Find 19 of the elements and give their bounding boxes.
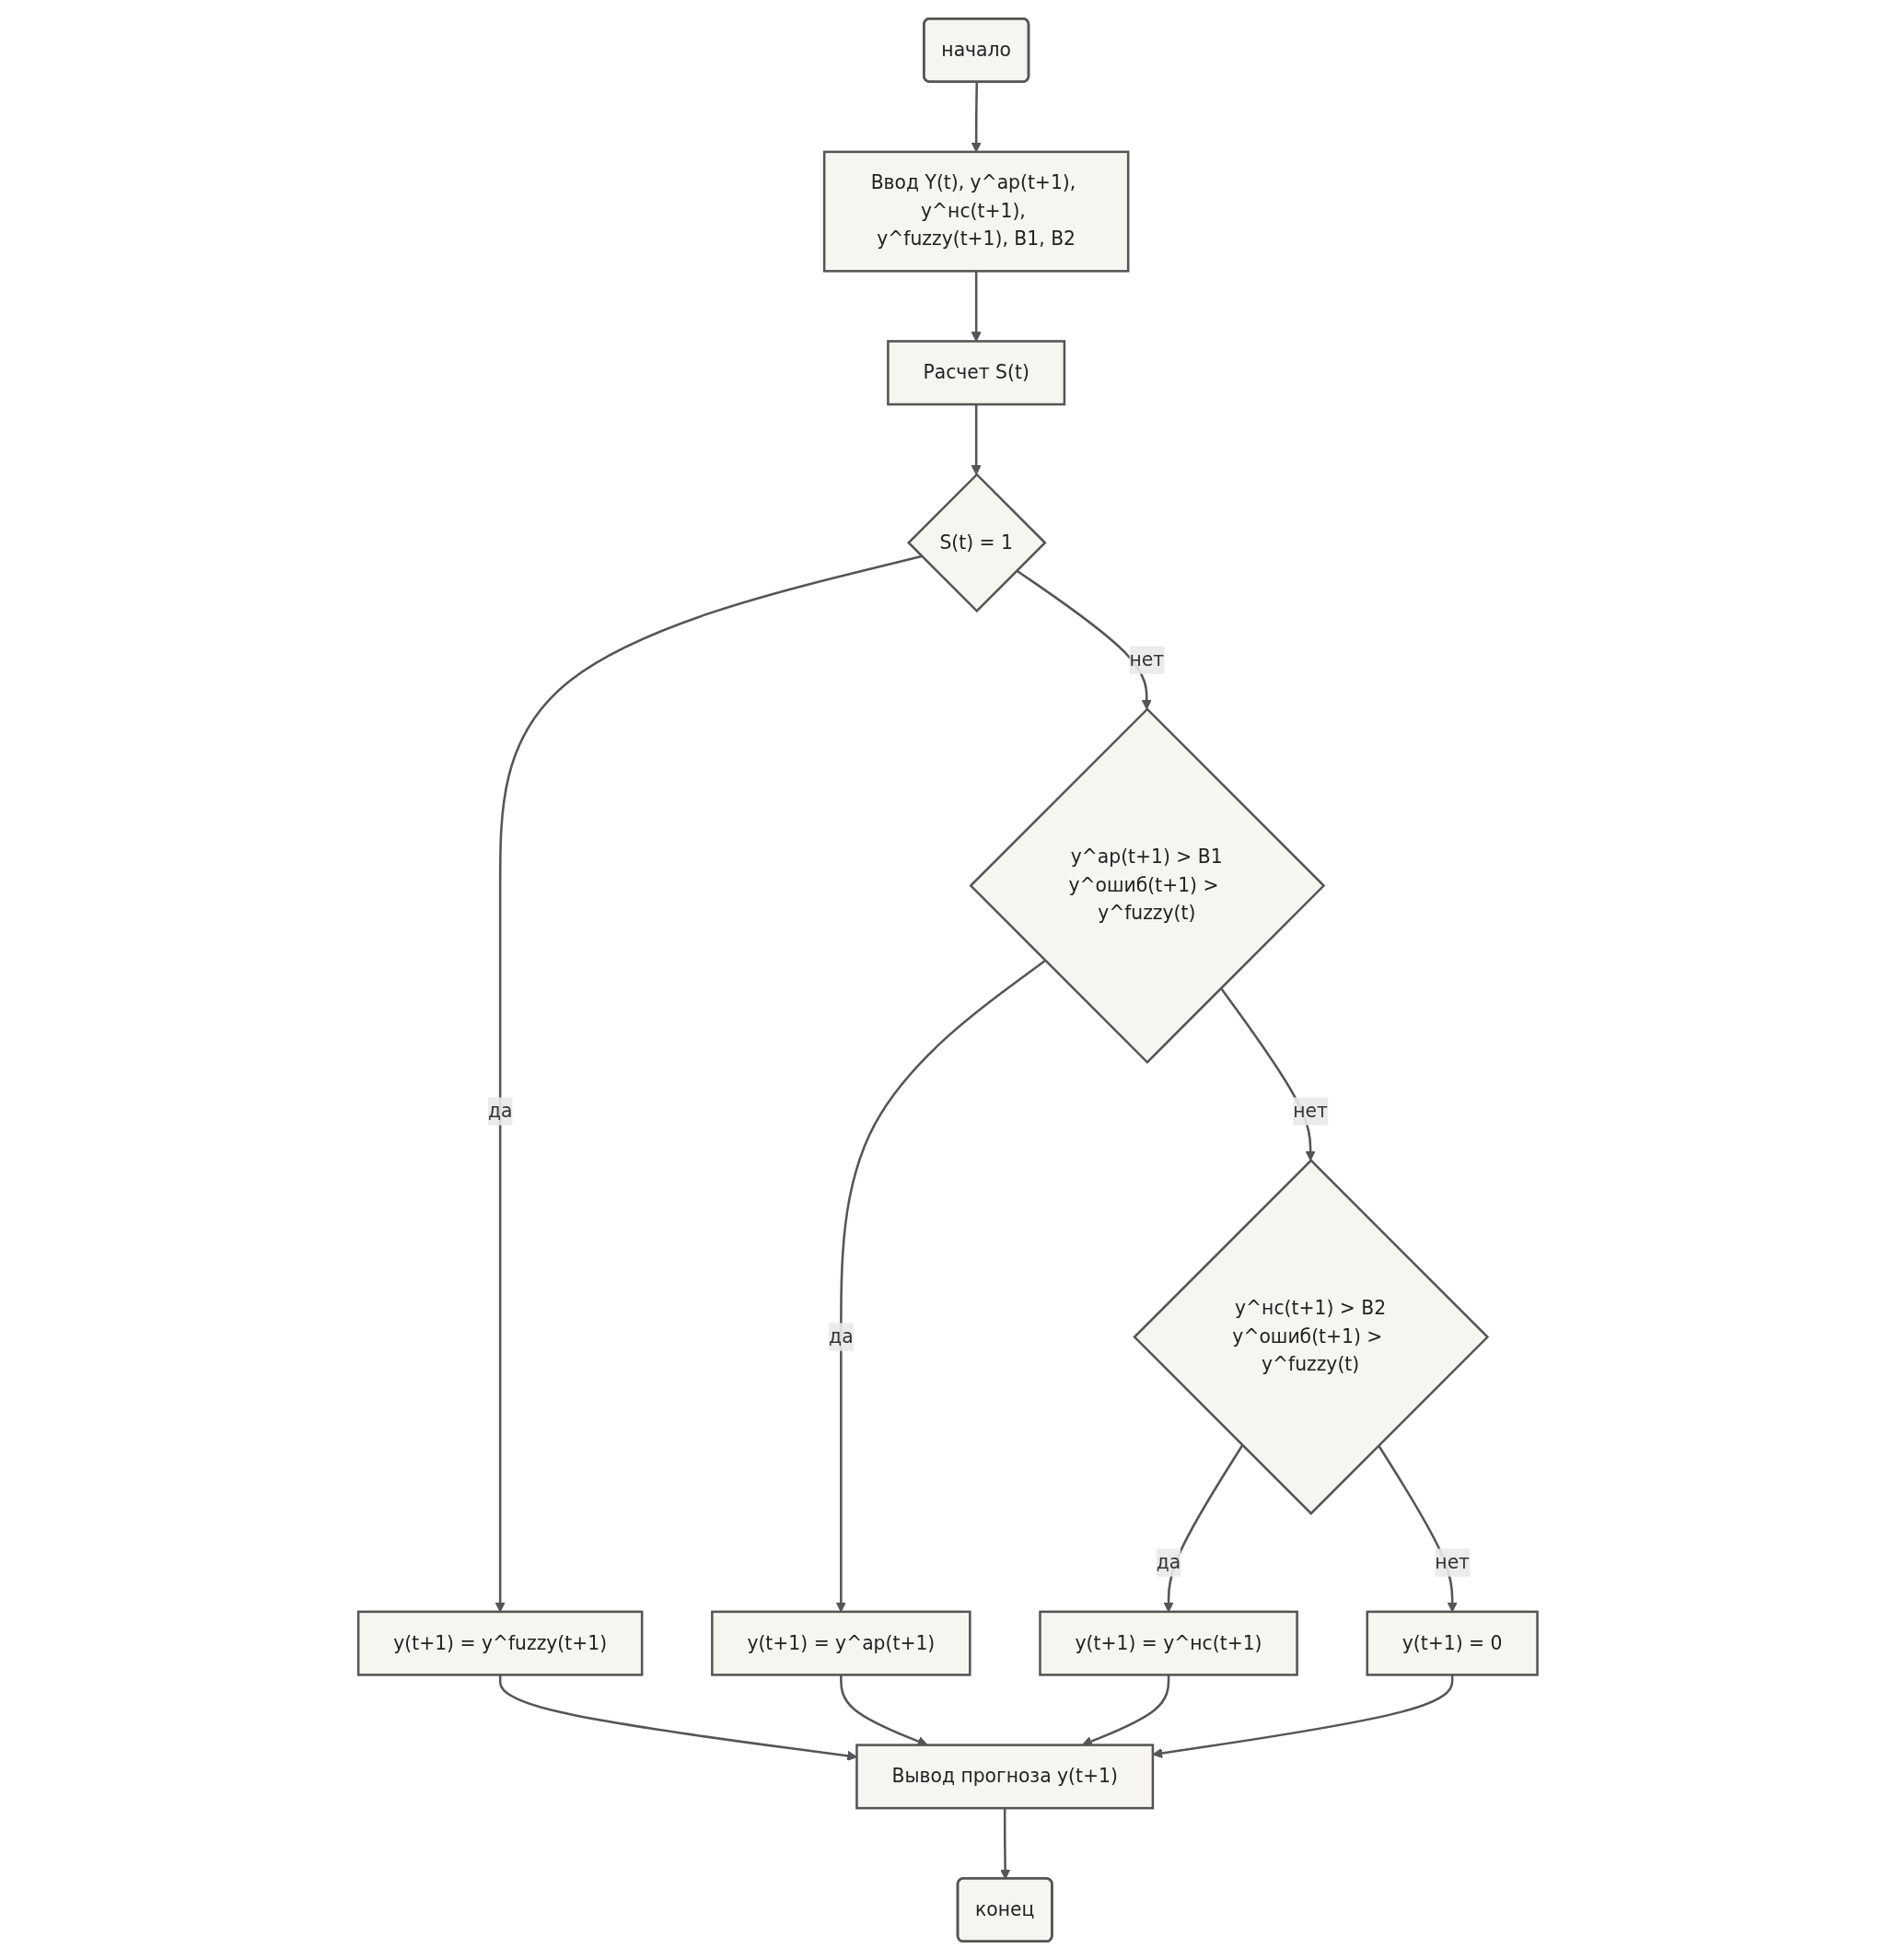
edge-label: нет xyxy=(1129,648,1165,671)
arrow xyxy=(971,404,982,475)
arrow xyxy=(1016,569,1152,710)
edge-label: нет xyxy=(1435,1550,1471,1573)
node-box: Ввод Y(t), y^ар(t+1), y^нс(t+1), y^fuzzy(t+1), B1, B2 xyxy=(823,150,1130,273)
node-diamond: S(t) = 1 xyxy=(907,472,1047,613)
edge-label: да xyxy=(1156,1550,1181,1573)
node-box: y(t+1) = y^fuzzy(t+1) xyxy=(357,1610,644,1676)
node-box: y(t+1) = 0 xyxy=(1366,1610,1539,1676)
node-box: Вывод прогноза y(t+1) xyxy=(855,1744,1155,1810)
node-diamond: y^нс(t+1) > B2 y^ошиб(t+1) > y^fuzzy(t) xyxy=(1133,1159,1490,1516)
edge-label: да xyxy=(488,1099,513,1123)
edge-label: да xyxy=(829,1324,854,1348)
node-box: Расчет S(t) xyxy=(887,340,1066,406)
node-diamond: y^ар(t+1) > B1 y^ошиб(t+1) > y^fuzzy(t) xyxy=(969,707,1326,1065)
arrow xyxy=(971,271,982,342)
node-box: y(t+1) = y^ар(t+1) xyxy=(711,1610,971,1676)
node-box: y(t+1) = y^нс(t+1) xyxy=(1039,1610,1298,1676)
edge-label: нет xyxy=(1293,1099,1329,1123)
